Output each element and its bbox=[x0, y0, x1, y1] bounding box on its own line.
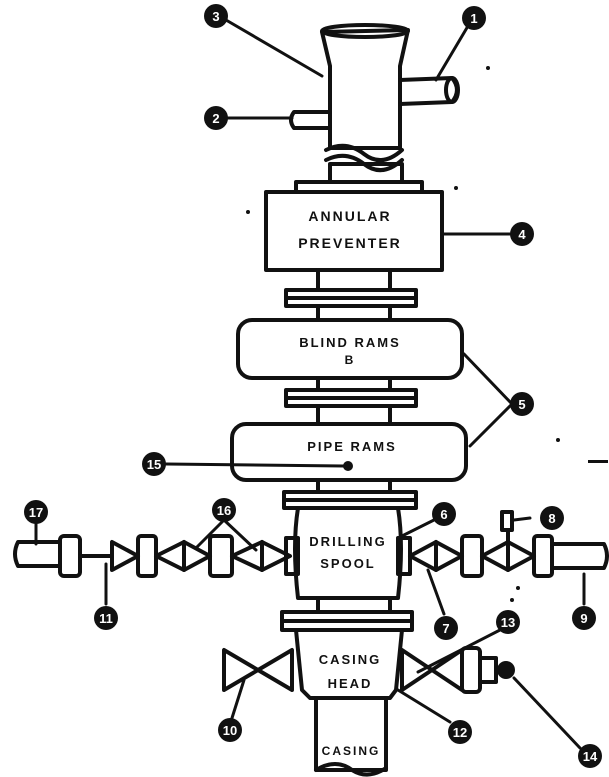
svg-text:9: 9 bbox=[580, 611, 587, 626]
flange-2 bbox=[284, 388, 418, 408]
flange-4 bbox=[280, 610, 414, 632]
svg-text:1: 1 bbox=[470, 11, 477, 26]
callout-15: 15 bbox=[142, 452, 166, 476]
svg-text:5: 5 bbox=[518, 397, 525, 412]
casing-label: CASING bbox=[322, 744, 381, 758]
pressure-gauge-icon bbox=[497, 661, 515, 679]
casing-head-label1: CASING bbox=[319, 652, 382, 667]
svg-text:10: 10 bbox=[223, 723, 237, 738]
svg-text:15: 15 bbox=[147, 457, 161, 472]
svg-text:17: 17 bbox=[29, 505, 43, 520]
scan-specks bbox=[246, 66, 608, 602]
svg-text:14: 14 bbox=[583, 749, 598, 764]
spool-2 bbox=[316, 304, 392, 322]
callout-12: 12 bbox=[448, 720, 472, 744]
callout-13: 13 bbox=[496, 610, 520, 634]
svg-text:3: 3 bbox=[212, 9, 219, 24]
svg-text:2: 2 bbox=[212, 111, 219, 126]
spool-6 bbox=[316, 596, 392, 614]
blind-rams-sub: B bbox=[345, 353, 356, 367]
casing-head-label2: HEAD bbox=[328, 676, 373, 691]
casing-head-right-valve bbox=[400, 646, 515, 694]
callout-5: 5 bbox=[510, 392, 534, 416]
callout-11: 11 bbox=[94, 606, 118, 630]
svg-text:8: 8 bbox=[548, 511, 555, 526]
callout-9: 9 bbox=[572, 606, 596, 630]
callout-17: 17 bbox=[24, 500, 48, 524]
spool-4 bbox=[316, 404, 392, 426]
callout-6: 6 bbox=[432, 502, 456, 526]
drilling-spool-label1: DRILLING bbox=[309, 534, 386, 549]
callout-8: 8 bbox=[540, 506, 564, 530]
casing bbox=[314, 696, 388, 772]
callout-10: 10 bbox=[218, 718, 242, 742]
spool-1 bbox=[316, 268, 392, 292]
blind-rams-label: BLIND RAMS bbox=[299, 335, 401, 350]
svg-text:4: 4 bbox=[518, 227, 526, 242]
svg-text:13: 13 bbox=[501, 615, 515, 630]
callout-4: 4 bbox=[510, 222, 534, 246]
pipe-rams-label: PIPE RAMS bbox=[307, 439, 397, 454]
flange-1 bbox=[284, 288, 418, 308]
callout-2: 2 bbox=[204, 106, 228, 130]
annular-label-line1: ANNULAR bbox=[308, 208, 391, 224]
left-line bbox=[13, 534, 300, 578]
callout-3: 3 bbox=[204, 4, 228, 28]
pipe-rams-dot bbox=[343, 461, 353, 471]
callout-7: 7 bbox=[434, 616, 458, 640]
annular-preventer bbox=[264, 190, 444, 272]
svg-text:11: 11 bbox=[99, 611, 113, 626]
drilling-spool-label2: SPOOL bbox=[320, 556, 376, 571]
annular-label-line2: PREVENTER bbox=[298, 235, 402, 251]
svg-text:12: 12 bbox=[453, 725, 467, 740]
callout-1: 1 bbox=[462, 6, 486, 30]
svg-text:6: 6 bbox=[440, 507, 447, 522]
callout-16: 16 bbox=[212, 498, 236, 522]
casing-head bbox=[294, 628, 404, 700]
casing-head-left-valve bbox=[222, 648, 294, 692]
flange-3 bbox=[282, 490, 418, 510]
leader-lines bbox=[34, 18, 586, 750]
svg-text:16: 16 bbox=[217, 503, 231, 518]
right-line bbox=[396, 510, 609, 578]
bell-nipple bbox=[289, 23, 460, 172]
drilling-spool bbox=[293, 506, 403, 600]
svg-text:7: 7 bbox=[442, 621, 449, 636]
callout-14: 14 bbox=[578, 744, 602, 768]
